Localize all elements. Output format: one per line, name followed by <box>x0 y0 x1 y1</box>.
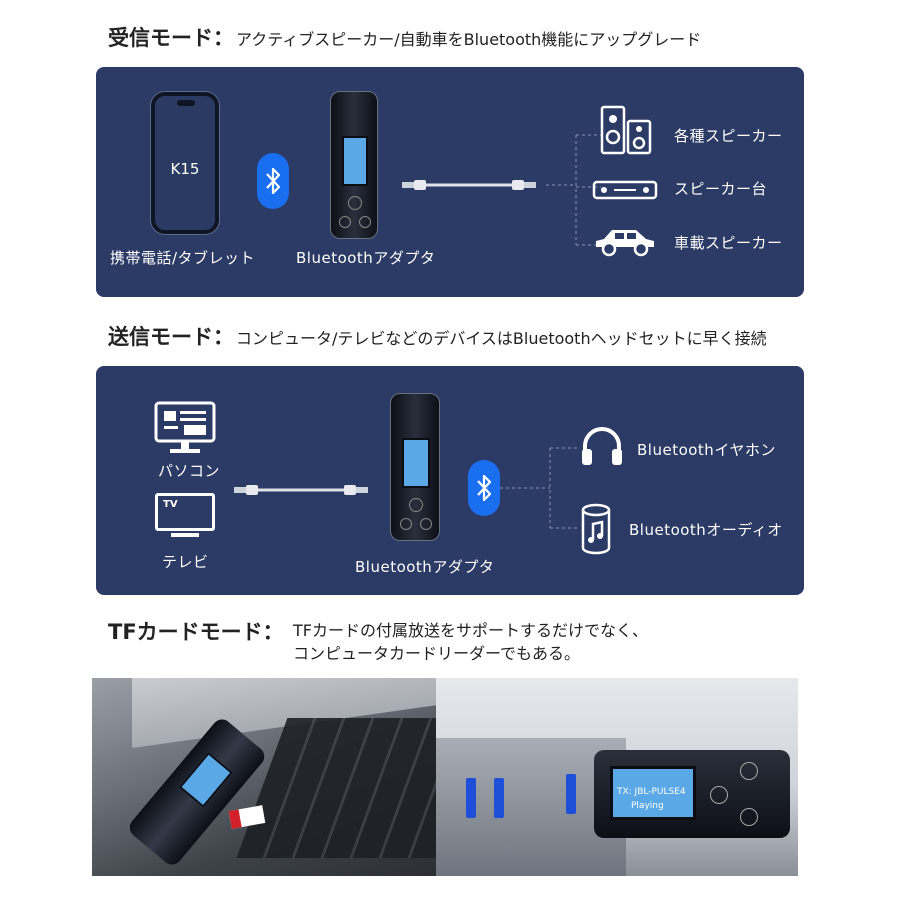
hub-up-button-icon <box>740 762 758 780</box>
phone-notch <box>177 100 195 106</box>
transmit-prev-button-icon <box>400 518 412 530</box>
car-icon <box>596 230 654 257</box>
hub-port-2 <box>494 778 504 818</box>
tf-card-description-line1: TFカードの付属放送をサポートするだけでなく、 <box>293 621 648 640</box>
speaker-icon <box>600 105 652 155</box>
receive-mode-title: 受信モード <box>108 26 213 50</box>
hub-adapter-photo: TX: JBL-PULSE4 Playing <box>436 678 798 876</box>
transmit-mode-panel: パソコン TV テレビ Bluetoothアダプタ Bluetoothイヤホン <box>96 366 804 595</box>
hub-adapter-lcd: TX: JBL-PULSE4 Playing <box>610 766 696 820</box>
hub-adapter-image: TX: JBL-PULSE4 Playing <box>594 750 790 838</box>
tf-card-mode-title: TFカードモード <box>108 620 263 644</box>
receive-mode-heading: 受信モード ： アクティブスピーカー/自動車をBluetooth機能にアップグレ… <box>108 22 701 52</box>
transmit-mode-colon: ： <box>213 325 234 349</box>
adapter-lcd <box>342 136 368 186</box>
output-label-car: 車載スピーカー <box>674 234 783 252</box>
tv-icon: TV <box>155 493 215 541</box>
receive-connector-lines <box>546 134 601 246</box>
transmit-power-button-icon <box>409 498 423 512</box>
tv-screen-text: TV <box>163 499 178 510</box>
receive-adapter-label: Bluetoothアダプタ <box>296 249 436 267</box>
transmit-adapter-lcd <box>402 438 430 488</box>
tv-stand <box>171 533 199 537</box>
transmit-bluetooth-adapter-image <box>390 393 440 541</box>
speaker-stand-icon <box>592 180 658 200</box>
output-label-audio: Bluetoothオーディオ <box>629 521 783 539</box>
receive-mode-description: アクティブスピーカー/自動車をBluetooth機能にアップグレード <box>236 30 702 49</box>
lcd-line-2: Playing <box>631 801 664 811</box>
transmit-next-button-icon <box>420 518 432 530</box>
output-label-speakers: 各種スピーカー <box>674 127 783 145</box>
hub-power-button-icon <box>710 786 728 804</box>
tf-card-description-line2: コンピュータカードリーダーでもある。 <box>293 644 581 663</box>
phone-label: 携帯電話/タブレット <box>110 249 256 267</box>
audio-cable-icon <box>402 180 536 190</box>
transmit-bluetooth-icon <box>468 460 500 516</box>
receive-mode-colon: ： <box>213 26 234 50</box>
tf-card-mode-heading: TFカードモード： <box>108 616 284 646</box>
bluetooth-icon <box>257 153 289 209</box>
next-button-icon <box>359 216 371 228</box>
laptop-usb-photo <box>92 678 436 876</box>
transmit-mode-title: 送信モード <box>108 325 213 349</box>
power-button-icon <box>348 196 362 210</box>
output-label-earphones: Bluetoothイヤホン <box>637 441 776 459</box>
transmit-connector-lines <box>500 447 578 529</box>
audio-speaker-icon <box>581 503 611 555</box>
phone-screen-text: K15 <box>170 160 200 178</box>
phone-image: K15 <box>151 92 219 234</box>
lcd-line-1: TX: JBL-PULSE4 <box>617 787 686 797</box>
output-label-speaker-stand: スピーカー台 <box>674 180 768 198</box>
laptop-keyboard <box>236 718 436 858</box>
receive-mode-panel: K15 携帯電話/タブレット Bluetoothアダプタ 各種スピーカー スピー… <box>96 67 804 297</box>
computer-icon <box>154 401 216 453</box>
source-label-computer: パソコン <box>158 462 221 480</box>
transmit-mode-description: コンピュータ/テレビなどのデバイスはBluetoothヘッドセットに早く接続 <box>236 329 767 348</box>
tv-screen: TV <box>155 493 215 531</box>
prev-button-icon <box>339 216 351 228</box>
source-label-tv: テレビ <box>162 553 209 571</box>
transmit-audio-cable-icon <box>234 485 368 495</box>
bluetooth-adapter-image <box>330 91 378 239</box>
hub-port-1 <box>466 778 476 818</box>
hub-port-3 <box>566 774 576 814</box>
usb-adapter-lcd <box>178 751 233 808</box>
headphones-icon <box>582 427 622 465</box>
transmit-adapter-label: Bluetoothアダプタ <box>355 558 495 576</box>
tf-card-mode-colon: ： <box>262 620 284 644</box>
hub-down-button-icon <box>740 808 758 826</box>
transmit-mode-heading: 送信モード ： コンピュータ/テレビなどのデバイスはBluetoothヘッドセッ… <box>108 321 767 351</box>
